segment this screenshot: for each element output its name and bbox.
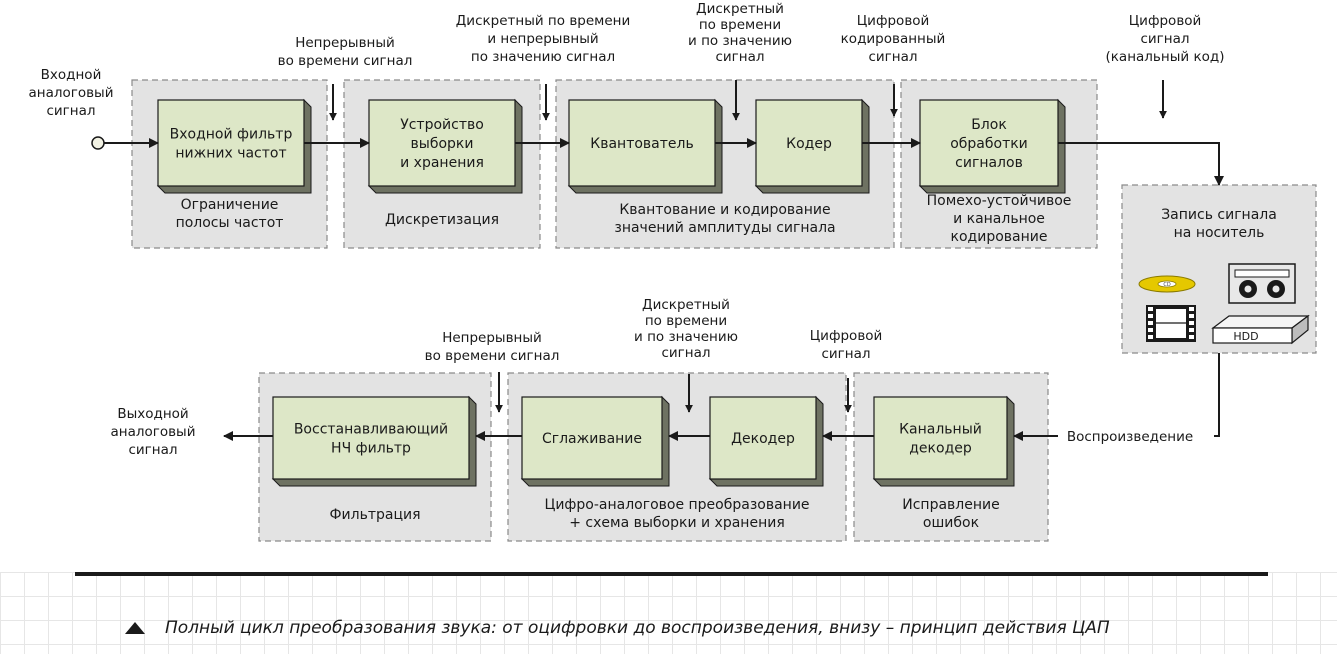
cd-disc-icon: CD [1138, 275, 1196, 293]
flow-lines [91, 80, 1224, 441]
playback-label: Воспроизведение [1067, 429, 1193, 445]
caption-separator [75, 572, 1268, 576]
process-box-smooth [521, 396, 663, 480]
box-label-coder: Кодер [786, 136, 832, 152]
input-terminal [91, 136, 105, 150]
caption-text: Полный цикл преобразования звука: от оци… [165, 618, 1110, 638]
process-box-lpf [157, 99, 305, 187]
process-box-recon [272, 396, 470, 480]
process-box-decoder [709, 396, 817, 480]
box-label-decoder: Декодер [731, 431, 795, 447]
group-label-filter: Фильтрация [329, 507, 420, 523]
group-label-sample: Дискретизация [385, 212, 499, 228]
grid-background [0, 572, 1337, 654]
cassette-tape-icon [1228, 263, 1296, 304]
box-label-quantizer: Квантователь [590, 136, 693, 152]
hdd-label: HDD [1233, 330, 1258, 343]
triangle-up-icon [125, 622, 145, 634]
storage-media-icons: CD HDD [1138, 263, 1310, 345]
cd-label: CD [1163, 282, 1170, 288]
film-strip-icon [1146, 305, 1196, 342]
process-box-quantizer [568, 99, 716, 187]
flow-line-playback [1214, 353, 1220, 437]
process-box-chandec [873, 396, 1008, 480]
process-box-proc [919, 99, 1059, 187]
box-label-smooth: Сглаживание [542, 431, 642, 447]
hdd-icon: HDD [1211, 314, 1310, 345]
flow-arrow-to-record [1058, 142, 1224, 186]
group-label-dac: Цифро-аналоговое преобразование+ схема в… [544, 497, 809, 531]
figure-caption: Полный цикл преобразования звука: от оци… [125, 616, 1110, 640]
